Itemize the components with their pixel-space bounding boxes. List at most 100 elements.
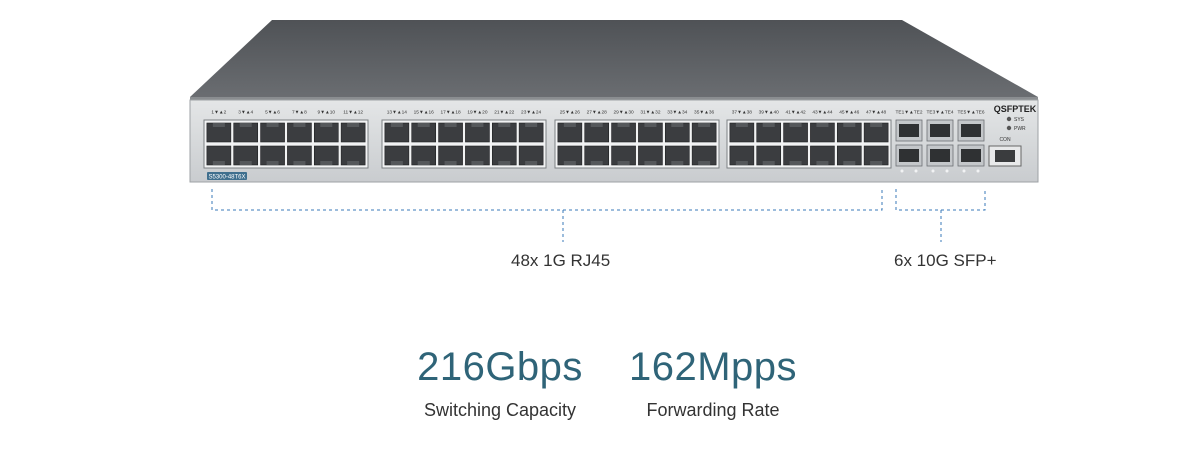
rj45-bracket xyxy=(211,189,883,242)
rj45-port-latch xyxy=(762,161,775,165)
rj45-port-latch xyxy=(293,123,306,127)
rj45-port-latch xyxy=(239,161,252,165)
rj45-port-latch xyxy=(735,123,748,127)
rj45-port-latch xyxy=(471,161,484,165)
chassis-top xyxy=(190,20,1038,97)
rj45-port-latch xyxy=(293,161,306,165)
switching-capacity-metric: 216Gbps Switching Capacity xyxy=(400,345,600,421)
sfp-port xyxy=(930,149,950,162)
sys-led-label: SYS xyxy=(1014,117,1025,123)
rj45-port-latch xyxy=(735,161,748,165)
sfp-led-icon xyxy=(900,169,904,173)
rj45-port-latch xyxy=(390,123,403,127)
rj45-port-label: 43▼▲44 xyxy=(812,110,832,116)
sfp-bracket xyxy=(895,189,986,242)
metric-caption: Switching Capacity xyxy=(423,400,577,420)
rj45-port-latch xyxy=(671,123,684,127)
rj45-port-latch xyxy=(498,161,511,165)
rj45-port-label: 13▼▲14 xyxy=(387,110,407,116)
rj45-port-latch xyxy=(816,161,829,165)
rj45-port-label: 45▼▲46 xyxy=(839,110,859,116)
rj45-port-latch xyxy=(590,123,603,127)
sfp-led-icon xyxy=(945,169,949,173)
rj45-port-label: 33▼▲34 xyxy=(667,110,687,116)
rj45-port-latch xyxy=(525,123,538,127)
pwr-led-label: PWR xyxy=(1014,126,1026,132)
rj45-port-latch xyxy=(671,161,684,165)
forwarding-rate-metric: 162Mpps Forwarding Rate xyxy=(617,345,809,421)
rj45-block xyxy=(726,119,892,169)
rj45-port-latch xyxy=(816,123,829,127)
metric-value: 216Gbps xyxy=(417,345,583,389)
rj45-port-latch xyxy=(870,161,883,165)
rj45-block xyxy=(381,119,547,169)
metric-caption: Forwarding Rate xyxy=(646,400,780,420)
rj45-port-label: 23▼▲24 xyxy=(521,110,541,116)
sfp-port-label: TE5▼▲TE6 xyxy=(957,110,984,116)
rj45-port-latch xyxy=(417,161,430,165)
rj45-port-latch xyxy=(617,161,630,165)
rj45-port-label: 17▼▲18 xyxy=(440,110,460,116)
rj45-port-latch xyxy=(266,161,279,165)
rj45-port-label: 29▼▲30 xyxy=(613,110,633,116)
metric-value: 162Mpps xyxy=(628,345,798,389)
sfp-port xyxy=(899,149,919,162)
rj45-port-latch xyxy=(498,123,511,127)
rj45-port-label: 11▼▲12 xyxy=(343,110,363,116)
rj45-port-label: 47▼▲48 xyxy=(866,110,886,116)
rj45-port-label: 19▼▲20 xyxy=(467,110,487,116)
rj45-block xyxy=(554,119,720,169)
rj45-port-label: 41▼▲42 xyxy=(785,110,805,116)
pwr-led-icon xyxy=(1006,125,1012,131)
rj45-port-latch xyxy=(843,123,856,127)
rj45-port-label: 1▼▲2 xyxy=(211,110,226,116)
rj45-port-latch xyxy=(444,161,457,165)
rj45-port-latch xyxy=(390,161,403,165)
model-badge xyxy=(207,172,247,180)
sfp-led-icon xyxy=(976,169,980,173)
sfp-callout-label: 6x 10G SFP+ xyxy=(894,251,997,270)
sfp-port xyxy=(930,124,950,137)
rj45-port-latch xyxy=(698,123,711,127)
rj45-port-latch xyxy=(471,123,484,127)
rj45-port-latch xyxy=(698,161,711,165)
sfp-led-icon xyxy=(962,169,966,173)
rj45-port-latch xyxy=(590,161,603,165)
rj45-port-label: 15▼▲16 xyxy=(414,110,434,116)
rj45-port-latch xyxy=(525,161,538,165)
rj45-port-latch xyxy=(644,161,657,165)
sfp-port xyxy=(899,124,919,137)
rj45-port-latch xyxy=(644,123,657,127)
rj45-port-latch xyxy=(320,161,333,165)
rj45-port-latch xyxy=(320,123,333,127)
rj45-port-latch xyxy=(239,123,252,127)
rj45-port-label: 37▼▲38 xyxy=(732,110,752,116)
sys-led-icon xyxy=(1006,116,1012,122)
rj45-port-label: 35▼▲36 xyxy=(694,110,714,116)
rj45-port-latch xyxy=(563,123,576,127)
rj45-port-latch xyxy=(563,161,576,165)
rj45-port-latch xyxy=(347,161,360,165)
rj45-port-latch xyxy=(870,123,883,127)
brand-logo: QSFPTEK xyxy=(994,104,1037,114)
rj45-port-latch xyxy=(789,161,802,165)
sfp-led-icon xyxy=(931,169,935,173)
rj45-block xyxy=(203,119,369,169)
sfp-led-icon xyxy=(914,169,918,173)
console-port-jack xyxy=(995,150,1015,162)
sfp-port-label: TE3▼▲TE4 xyxy=(926,110,953,116)
rj45-port-label: 21▼▲22 xyxy=(494,110,514,116)
rj45-port-latch xyxy=(347,123,360,127)
rj45-port-latch xyxy=(843,161,856,165)
sfp-port xyxy=(961,149,981,162)
rj45-port-latch xyxy=(417,123,430,127)
rj45-port-latch xyxy=(266,123,279,127)
sfp-port xyxy=(961,124,981,137)
rj45-port-latch xyxy=(789,123,802,127)
rj45-port-label: 25▼▲26 xyxy=(560,110,580,116)
rj45-port-label: 7▼▲8 xyxy=(292,110,307,116)
rj45-port-label: 5▼▲6 xyxy=(265,110,280,116)
sfp-port-label: TE1▼▲TE2 xyxy=(895,110,922,116)
